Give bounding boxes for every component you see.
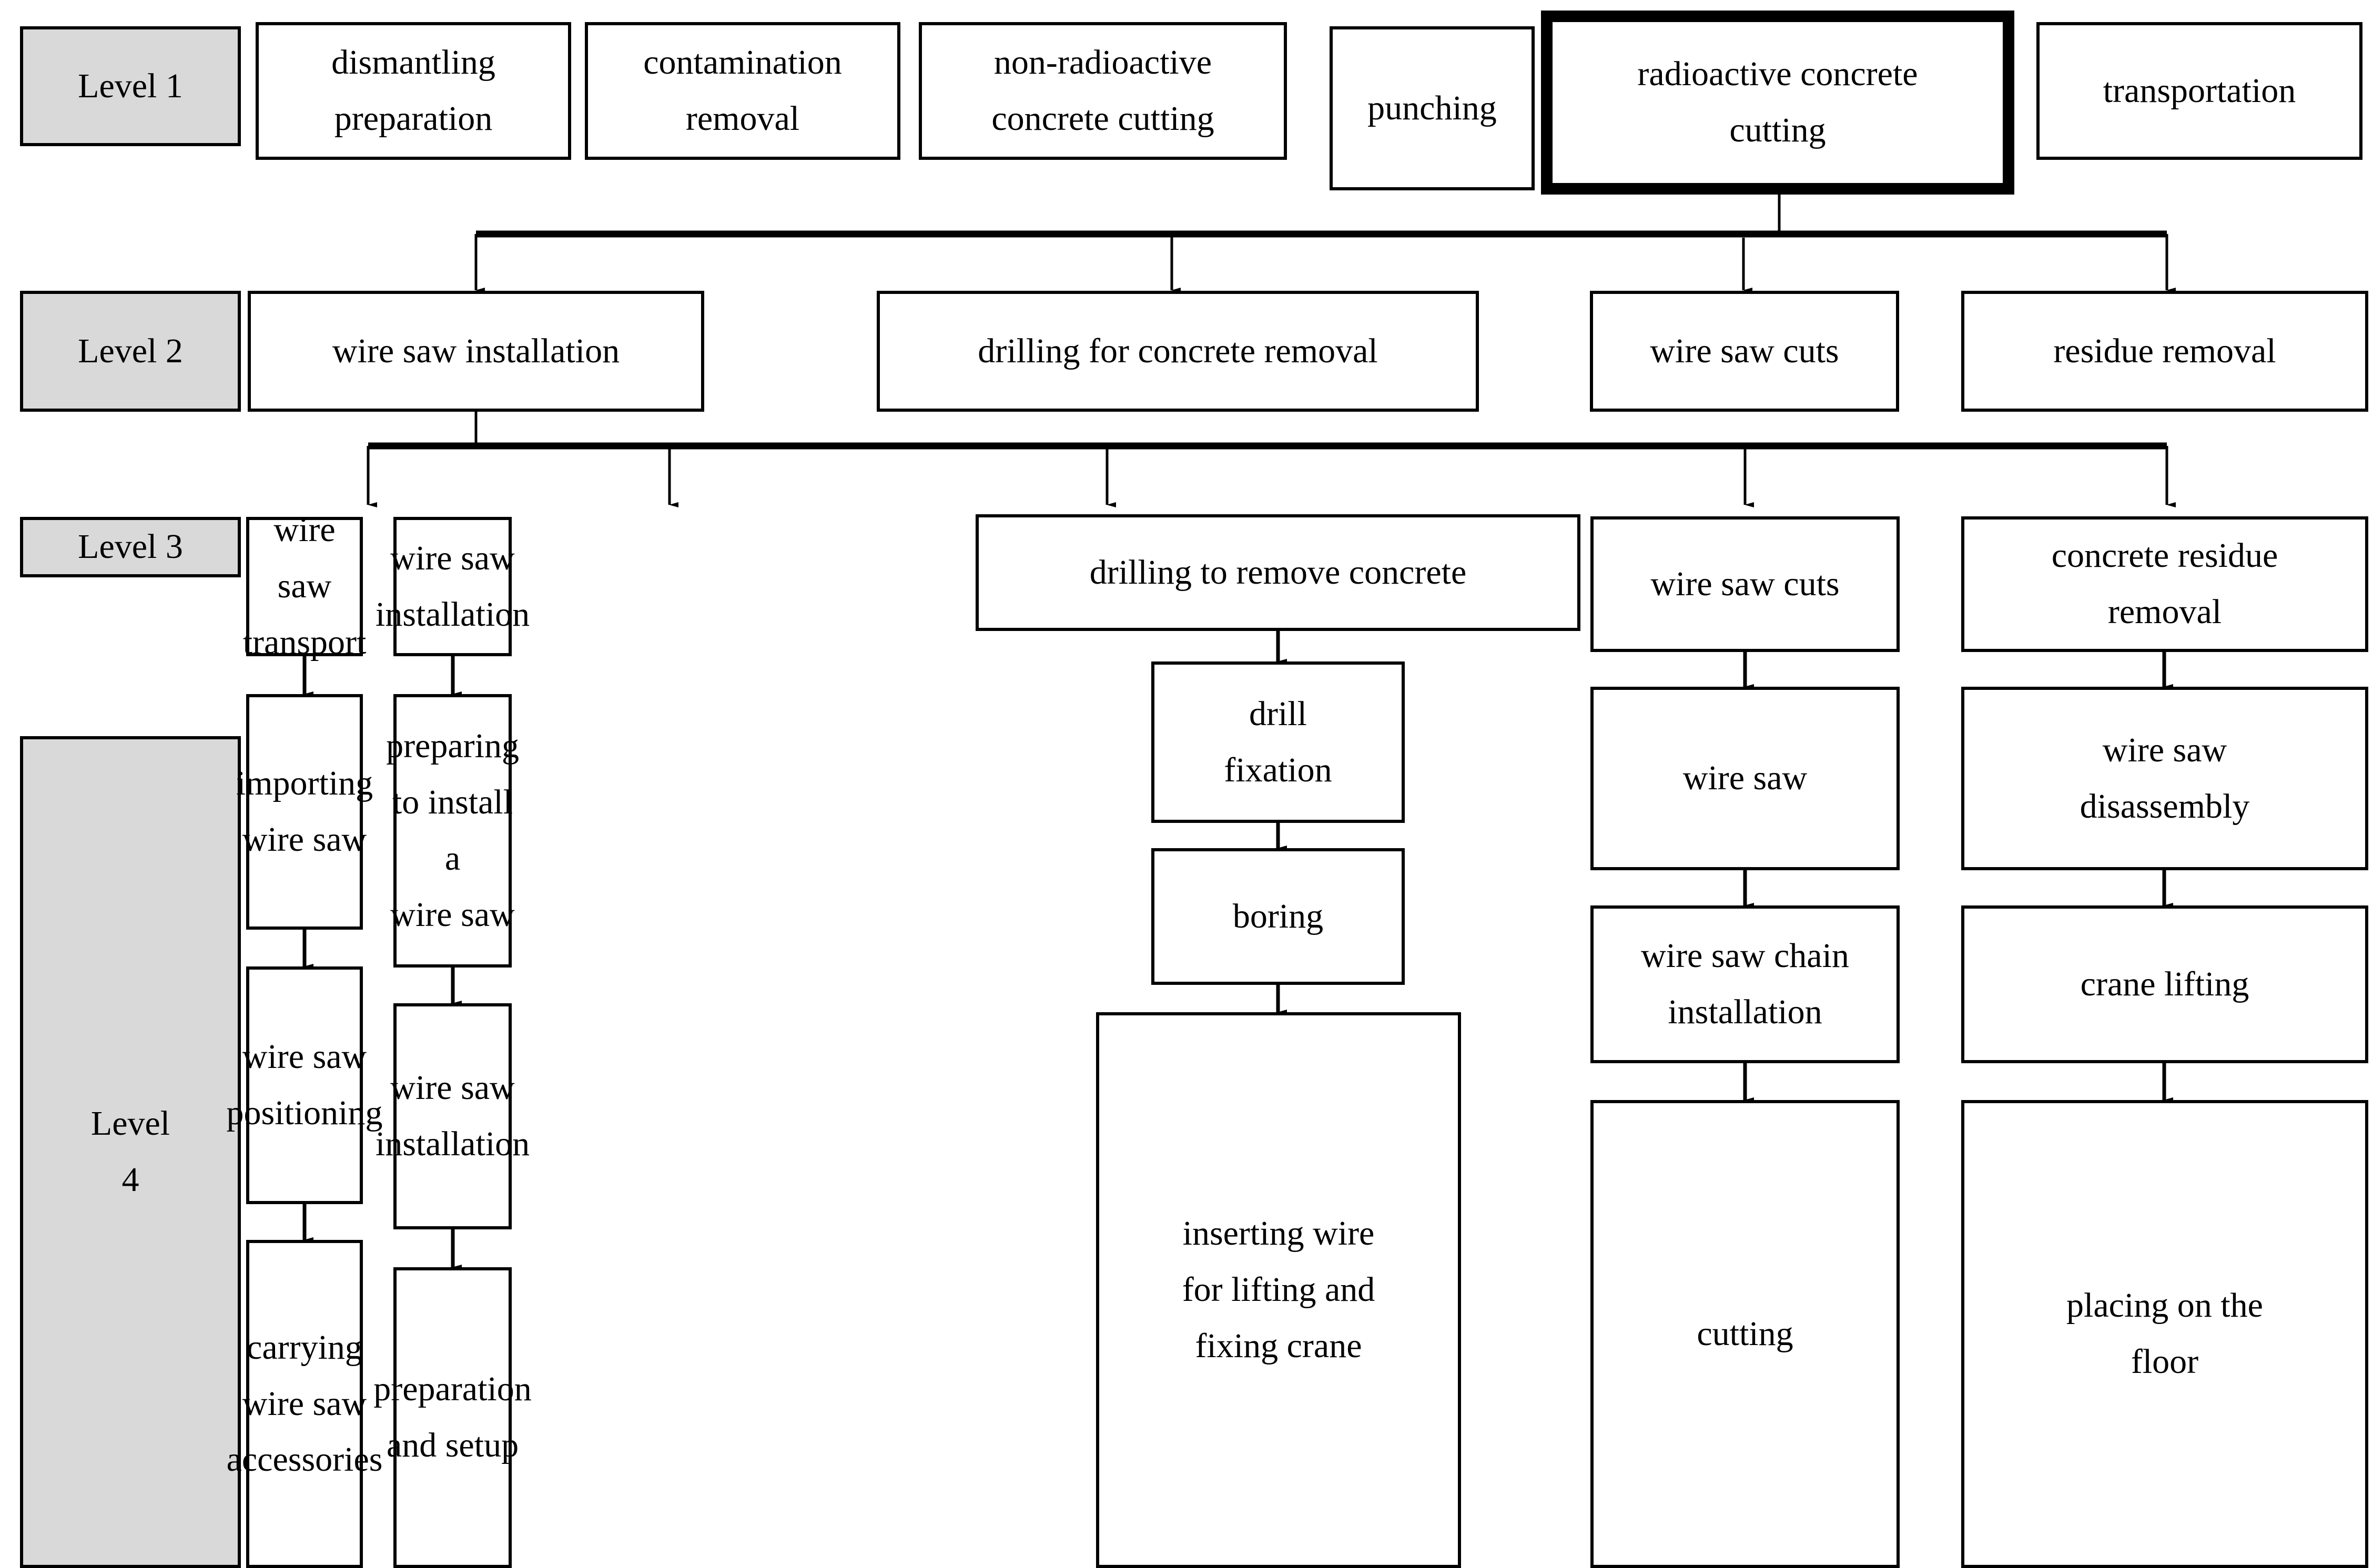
level1-box-punching[interactable]: punching xyxy=(1330,26,1535,190)
level-3-label: Level 3 xyxy=(20,517,241,577)
level4-box-boring[interactable]: boring xyxy=(1151,848,1405,985)
level2-box-wire-saw-cuts[interactable]: wire saw cuts xyxy=(1590,291,1899,412)
level4-box-crane-lifting[interactable]: crane lifting xyxy=(1961,905,2368,1063)
level2-box-drilling-for-concrete-removal[interactable]: drilling for concrete removal xyxy=(877,291,1479,412)
level2-box-residue-removal[interactable]: residue removal xyxy=(1961,291,2368,412)
level-1-label: Level 1 xyxy=(20,26,241,146)
level3-box-wire-saw-cuts[interactable]: wire saw cuts xyxy=(1590,516,1900,652)
level1-box-transportation[interactable]: transportation xyxy=(2036,22,2362,160)
level2-box-wire-saw-installation[interactable]: wire saw installation xyxy=(248,291,704,412)
level4-box-wire-saw[interactable]: wire saw xyxy=(1590,687,1900,870)
level3-box-drilling-to-remove-concrete[interactable]: drilling to remove concrete xyxy=(976,514,1580,631)
level-2-label: Level 2 xyxy=(20,291,241,412)
level4-box-cutting[interactable]: cutting xyxy=(1590,1100,1900,1568)
